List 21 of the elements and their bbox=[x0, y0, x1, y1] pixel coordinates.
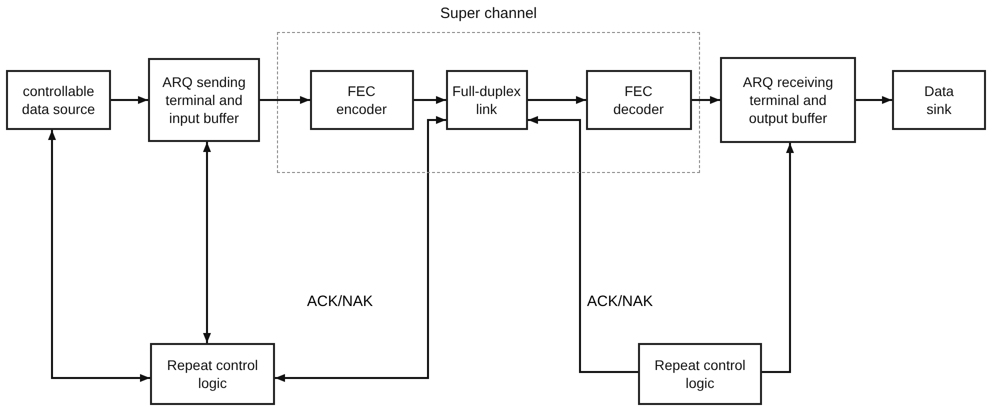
arrow bbox=[111, 96, 148, 104]
process-box: Full-duplex link bbox=[446, 70, 528, 130]
process-box: ARQ sending terminal and input buffer bbox=[148, 58, 260, 142]
process-box: controllable data source bbox=[6, 70, 111, 130]
process-box: FEC decoder bbox=[586, 70, 692, 130]
process-box: ARQ receiving terminal and output buffer bbox=[720, 57, 856, 143]
process-box: Repeat control logic bbox=[150, 343, 275, 405]
arrow bbox=[762, 143, 794, 373]
process-box: Repeat control logic bbox=[638, 343, 762, 405]
arrow bbox=[856, 96, 892, 104]
process-box: Data sink bbox=[892, 70, 986, 130]
arrow bbox=[528, 116, 638, 373]
arrow bbox=[528, 96, 586, 104]
arrow bbox=[203, 142, 211, 343]
group-title: Super channel bbox=[439, 5, 538, 23]
arrow bbox=[48, 130, 150, 382]
arrow bbox=[260, 96, 310, 104]
arrow bbox=[692, 96, 720, 104]
arrow bbox=[414, 96, 446, 104]
process-box: FEC encoder bbox=[310, 70, 414, 130]
arrow bbox=[275, 116, 446, 382]
